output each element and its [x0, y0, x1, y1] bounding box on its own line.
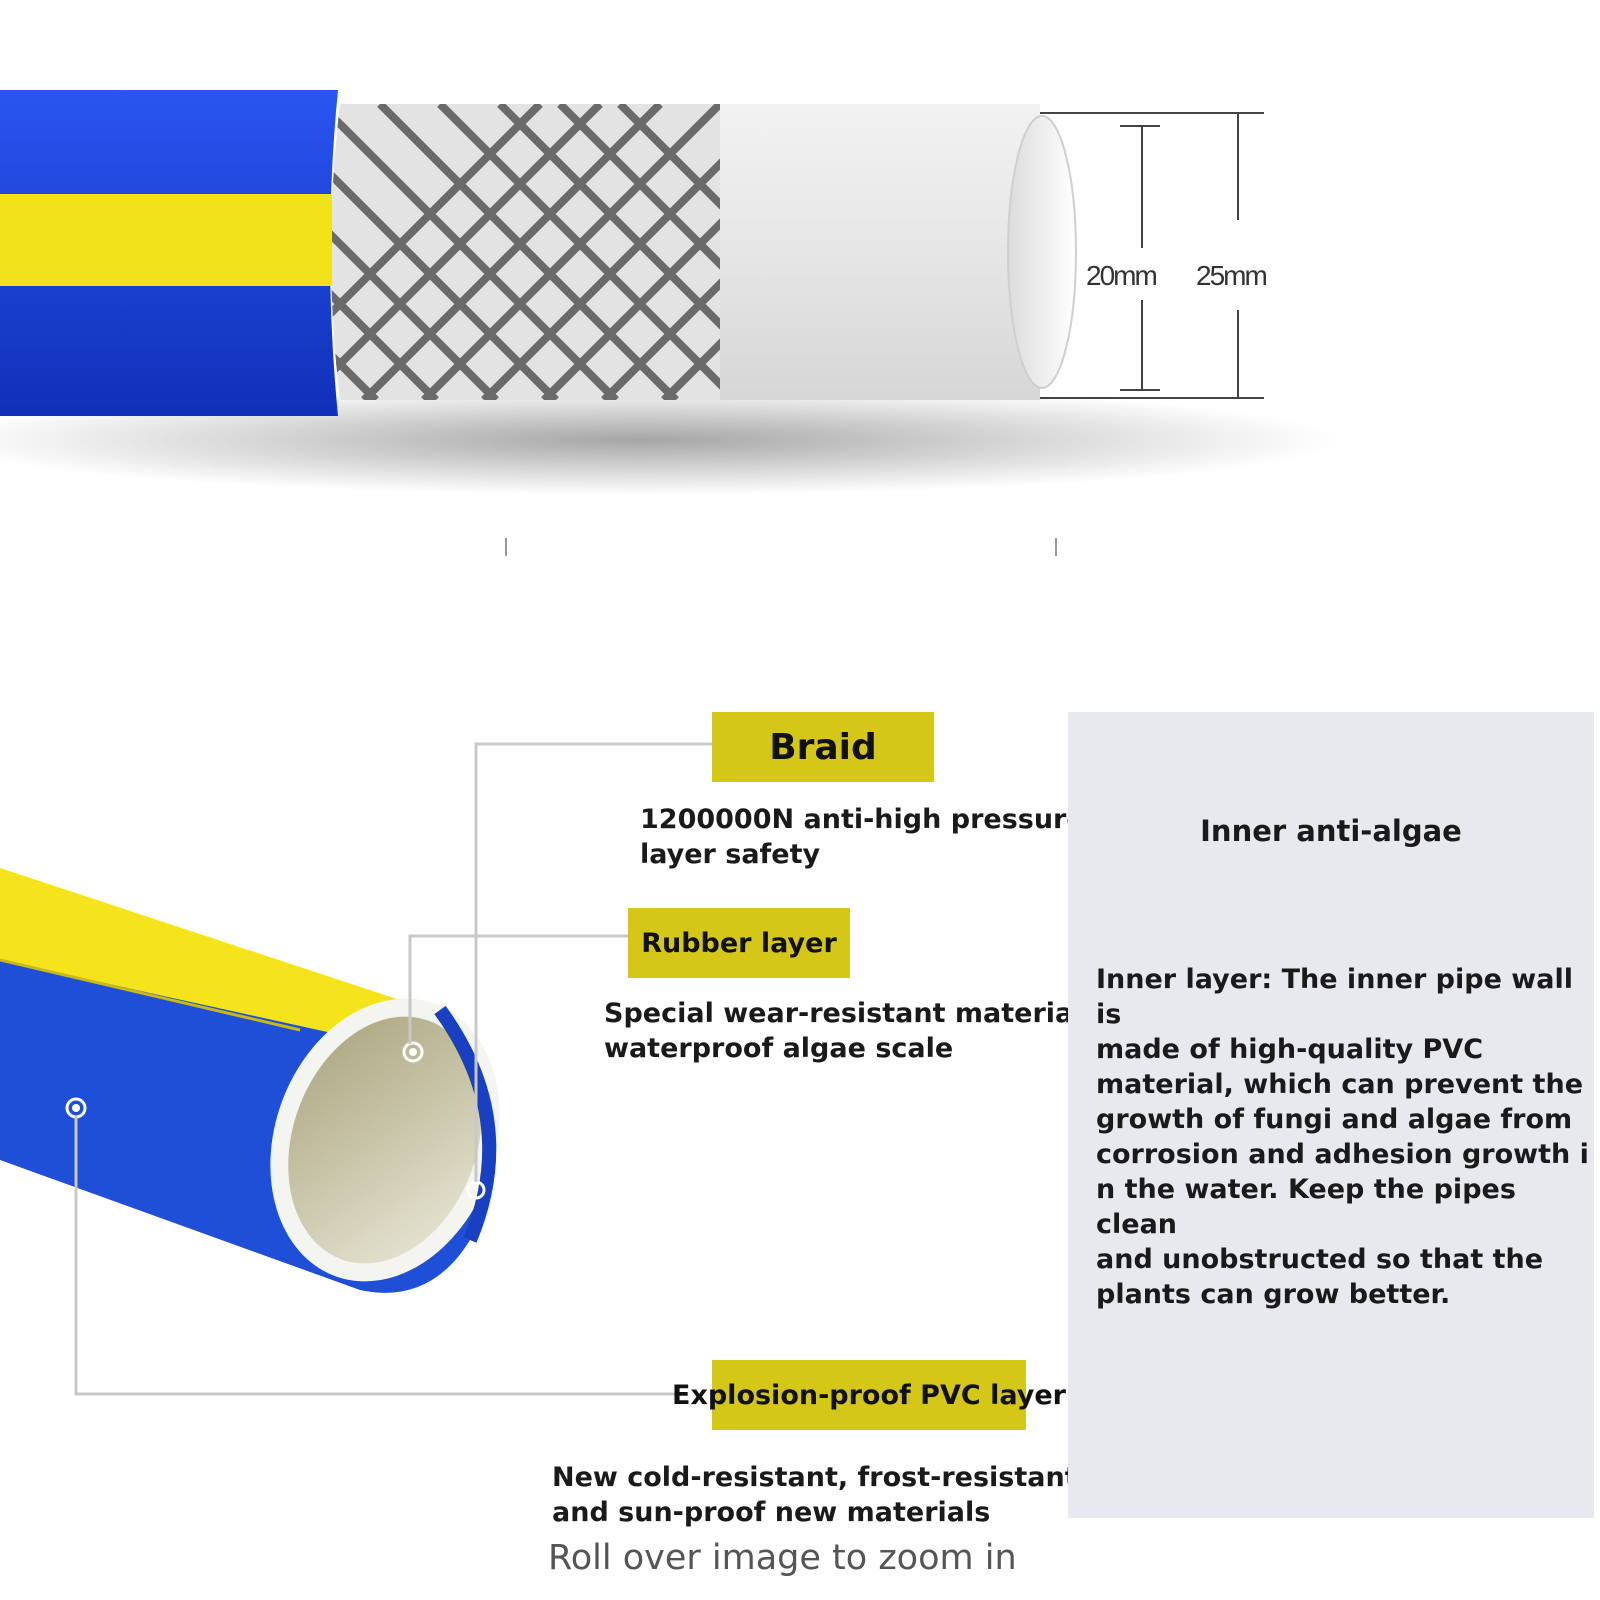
- top-hose-diagram: [0, 90, 1340, 556]
- inner-diameter-label: 20mm: [1086, 260, 1158, 291]
- zoom-hint: Roll over image to zoom in: [548, 1538, 1017, 1578]
- braid-description: 1200000N anti-high pressure layer safety: [640, 804, 1085, 870]
- outer-diameter-label: 25mm: [1196, 260, 1268, 291]
- pvc-title: Explosion-proof PVC layer: [672, 1379, 1066, 1411]
- rubber-description: Special wear-resistant material, waterpr…: [604, 998, 1093, 1064]
- panel-title: Inner anti-algae: [1200, 814, 1462, 848]
- rubber-title: Rubber layer: [641, 927, 837, 959]
- braid-mesh: [331, 104, 720, 400]
- panel-body: Inner layer: The inner pipe wall is made…: [1096, 964, 1589, 1310]
- braid-title: Braid: [769, 726, 877, 768]
- bottom-hose-diagram: [0, 742, 712, 1396]
- inner-anti-algae-panel: [1068, 712, 1594, 1518]
- pvc-label-box: [712, 1360, 1026, 1430]
- dimension-lines: [1040, 112, 1264, 399]
- braid-label-box: [712, 712, 934, 782]
- rubber-label-box: [628, 908, 850, 978]
- leader-lines: [74, 742, 712, 1396]
- pvc-description: New cold-resistant, frost-resistant and …: [552, 1462, 1078, 1528]
